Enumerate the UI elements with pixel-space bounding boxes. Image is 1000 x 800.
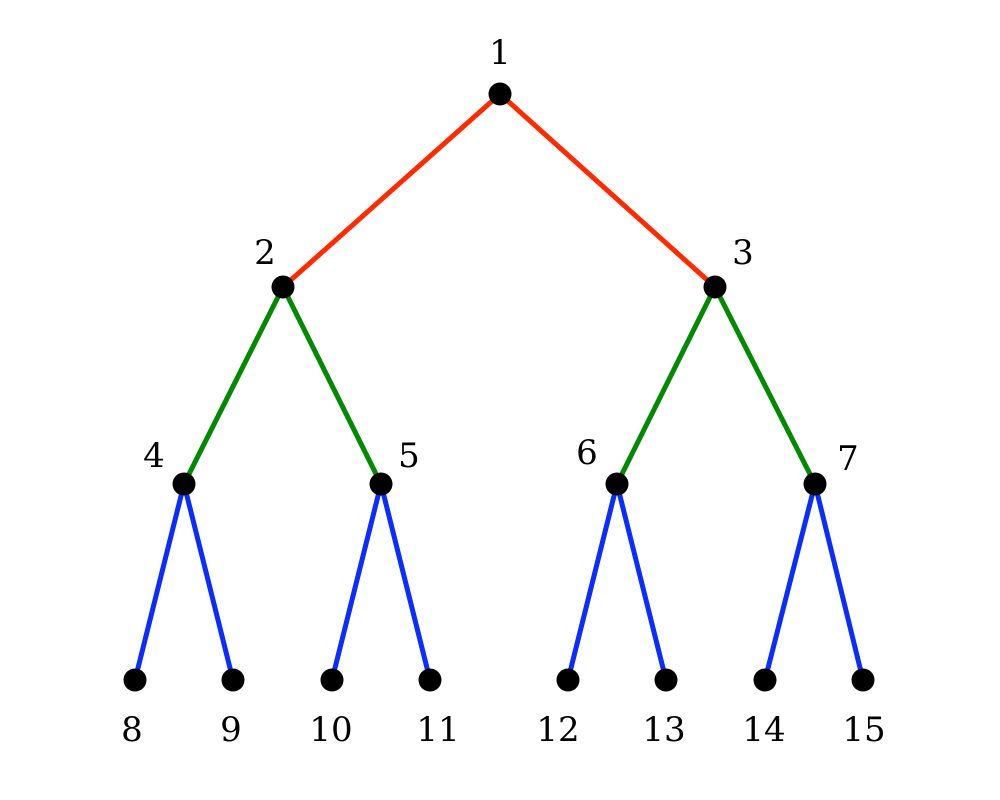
edge-7-14 bbox=[762, 481, 818, 683]
node-label-8: 8 bbox=[121, 710, 143, 750]
node-5 bbox=[369, 472, 393, 496]
nodes-layer bbox=[123, 82, 875, 692]
node-label-4: 4 bbox=[143, 436, 165, 476]
edge-1-3 bbox=[497, 91, 718, 290]
edge-6-12 bbox=[565, 481, 620, 683]
node-label-12: 12 bbox=[536, 710, 579, 750]
node-13 bbox=[654, 668, 678, 692]
edge-1-2 bbox=[280, 91, 503, 290]
edges-layer bbox=[132, 91, 866, 683]
node-12 bbox=[556, 668, 580, 692]
edge-2-4 bbox=[181, 284, 286, 487]
node-10 bbox=[320, 668, 344, 692]
node-3 bbox=[703, 275, 727, 299]
edge-4-8 bbox=[132, 481, 187, 683]
node-7 bbox=[803, 472, 827, 496]
node-4 bbox=[172, 472, 196, 496]
node-11 bbox=[418, 668, 442, 692]
node-label-9: 9 bbox=[220, 710, 242, 750]
node-label-2: 2 bbox=[254, 233, 276, 273]
node-9 bbox=[221, 668, 245, 692]
node-8 bbox=[123, 668, 147, 692]
node-label-11: 11 bbox=[416, 710, 459, 750]
edge-5-10 bbox=[329, 481, 384, 683]
edge-6-13 bbox=[614, 481, 669, 683]
edge-2-5 bbox=[280, 284, 384, 487]
node-1 bbox=[488, 82, 512, 106]
edge-4-9 bbox=[181, 481, 236, 683]
node-2 bbox=[271, 275, 295, 299]
node-15 bbox=[851, 668, 875, 692]
node-label-5: 5 bbox=[398, 436, 420, 476]
node-label-3: 3 bbox=[732, 233, 754, 273]
edge-7-15 bbox=[812, 481, 866, 683]
edge-5-11 bbox=[378, 481, 433, 683]
node-label-10: 10 bbox=[309, 710, 352, 750]
node-label-6: 6 bbox=[576, 433, 598, 473]
edge-3-7 bbox=[712, 284, 818, 487]
node-label-7: 7 bbox=[837, 439, 859, 479]
node-label-15: 15 bbox=[842, 710, 885, 750]
edge-3-6 bbox=[614, 284, 718, 487]
node-label-13: 13 bbox=[642, 710, 685, 750]
node-6 bbox=[605, 472, 629, 496]
node-14 bbox=[753, 668, 777, 692]
node-label-14: 14 bbox=[742, 710, 785, 750]
node-label-1: 1 bbox=[489, 33, 511, 73]
